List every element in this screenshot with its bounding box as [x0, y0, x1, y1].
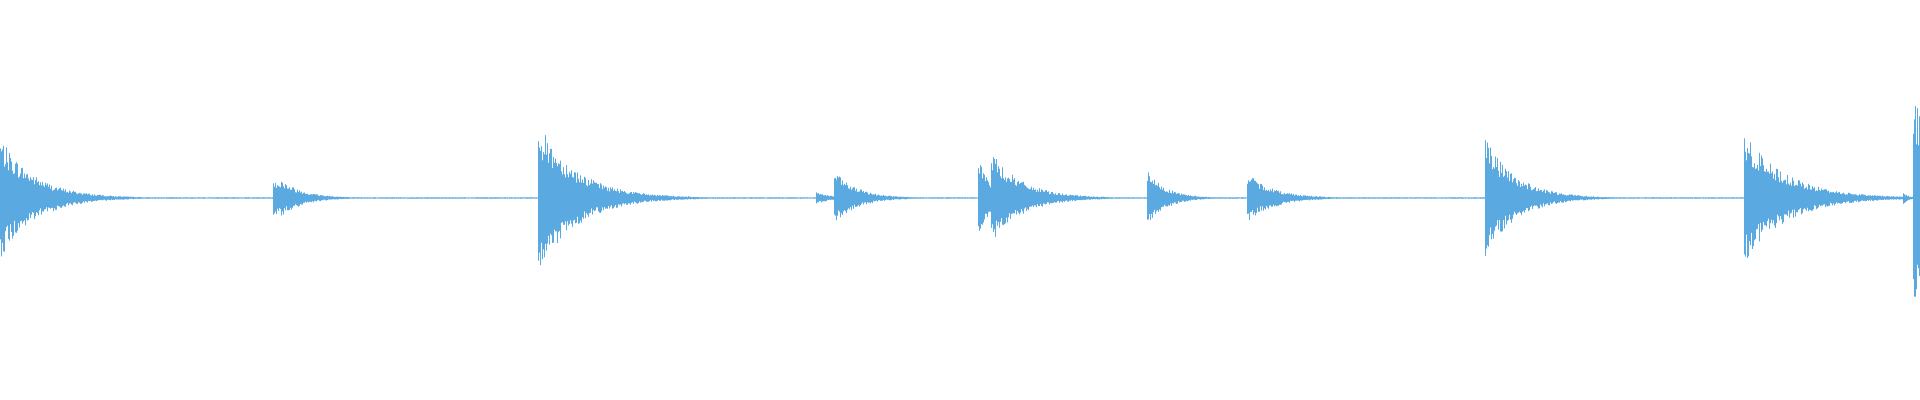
waveform-envelope [0, 106, 1920, 297]
